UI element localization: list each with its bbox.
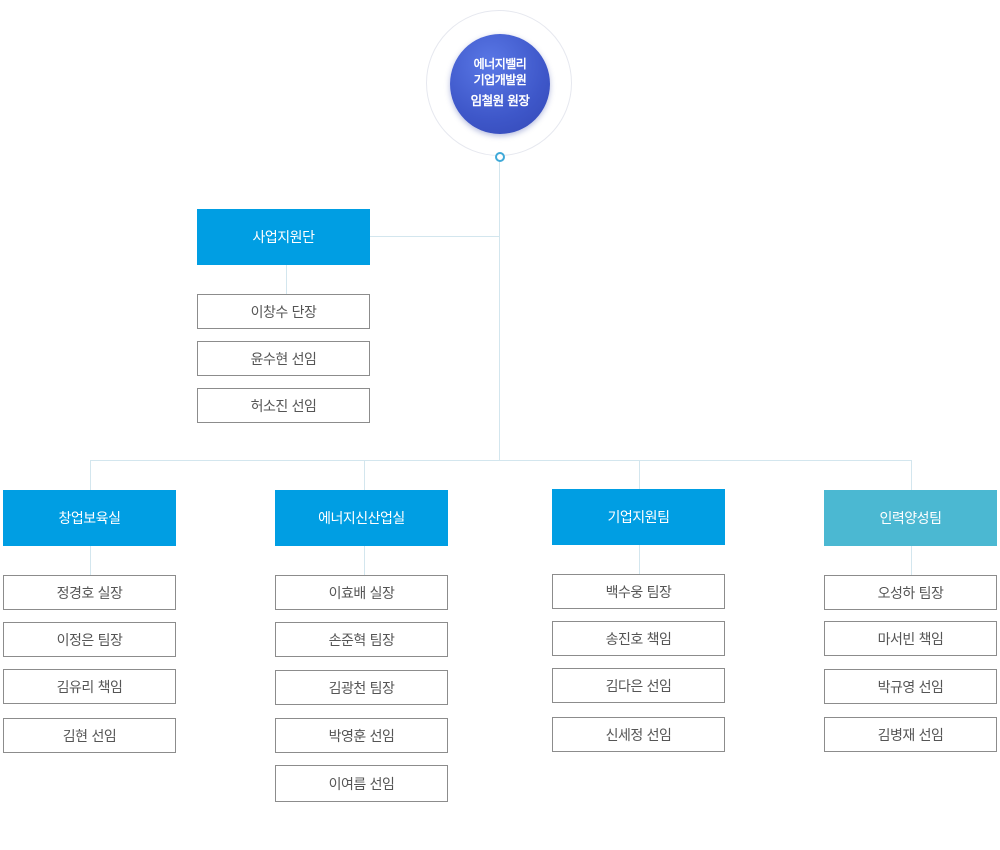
- connector-dept2-drop: [364, 460, 365, 490]
- connector-dept1-members: [90, 546, 91, 575]
- member-dept1-3: 김유리 책임: [3, 669, 176, 704]
- member-dept4-4: 김병재 선임: [824, 717, 997, 752]
- connector-dept-horizontal: [90, 460, 912, 461]
- dept-talent-development: 인력양성팀: [824, 490, 997, 546]
- member-dept4-3: 박규영 선임: [824, 669, 997, 704]
- dept-startup-incubation: 창업보육실: [3, 490, 176, 546]
- head-title-line2: 기업개발원: [473, 73, 527, 87]
- member-dept2-4: 박영훈 선임: [275, 718, 448, 753]
- connector-dept1-drop: [90, 460, 91, 490]
- head-name: 임철원 원장: [470, 93, 530, 108]
- member-dept4-1: 오성하 팀장: [824, 575, 997, 610]
- connector-dept3-drop: [639, 460, 640, 490]
- connector-dept3-members: [639, 545, 640, 574]
- member-dept3-3: 김다은 선임: [552, 668, 725, 703]
- head-node: 에너지밸리 기업개발원 임철원 원장: [450, 34, 550, 134]
- member-dept1-4: 김현 선임: [3, 718, 176, 753]
- member-dept1-2: 이정은 팀장: [3, 622, 176, 657]
- member-dept4-2: 마서빈 책임: [824, 621, 997, 656]
- member-dept2-1: 이효배 실장: [275, 575, 448, 610]
- connector-support-down: [286, 265, 287, 294]
- member-dept3-2: 송진호 책임: [552, 621, 725, 656]
- dept-support: 사업지원단: [197, 209, 370, 265]
- member-support-3: 허소진 선임: [197, 388, 370, 423]
- connector-main-vertical: [499, 158, 500, 460]
- member-dept2-5: 이여름 선임: [275, 765, 448, 802]
- member-dept1-1: 정경호 실장: [3, 575, 176, 610]
- member-support-1: 이창수 단장: [197, 294, 370, 329]
- connector-dot: [495, 152, 505, 162]
- member-dept3-1: 백수웅 팀장: [552, 574, 725, 609]
- connector-dept2-members: [364, 546, 365, 575]
- member-dept2-3: 김광천 팀장: [275, 670, 448, 705]
- member-dept3-4: 신세정 선임: [552, 717, 725, 752]
- dept-new-energy-industry: 에너지신산업실: [275, 490, 448, 546]
- connector-support-horizontal: [370, 236, 500, 237]
- connector-dept4-drop: [911, 460, 912, 490]
- member-support-2: 윤수현 선임: [197, 341, 370, 376]
- member-dept2-2: 손준혁 팀장: [275, 622, 448, 657]
- dept-business-support: 기업지원팀: [552, 489, 725, 545]
- connector-dept4-members: [911, 546, 912, 575]
- head-title-line1: 에너지밸리: [473, 57, 527, 71]
